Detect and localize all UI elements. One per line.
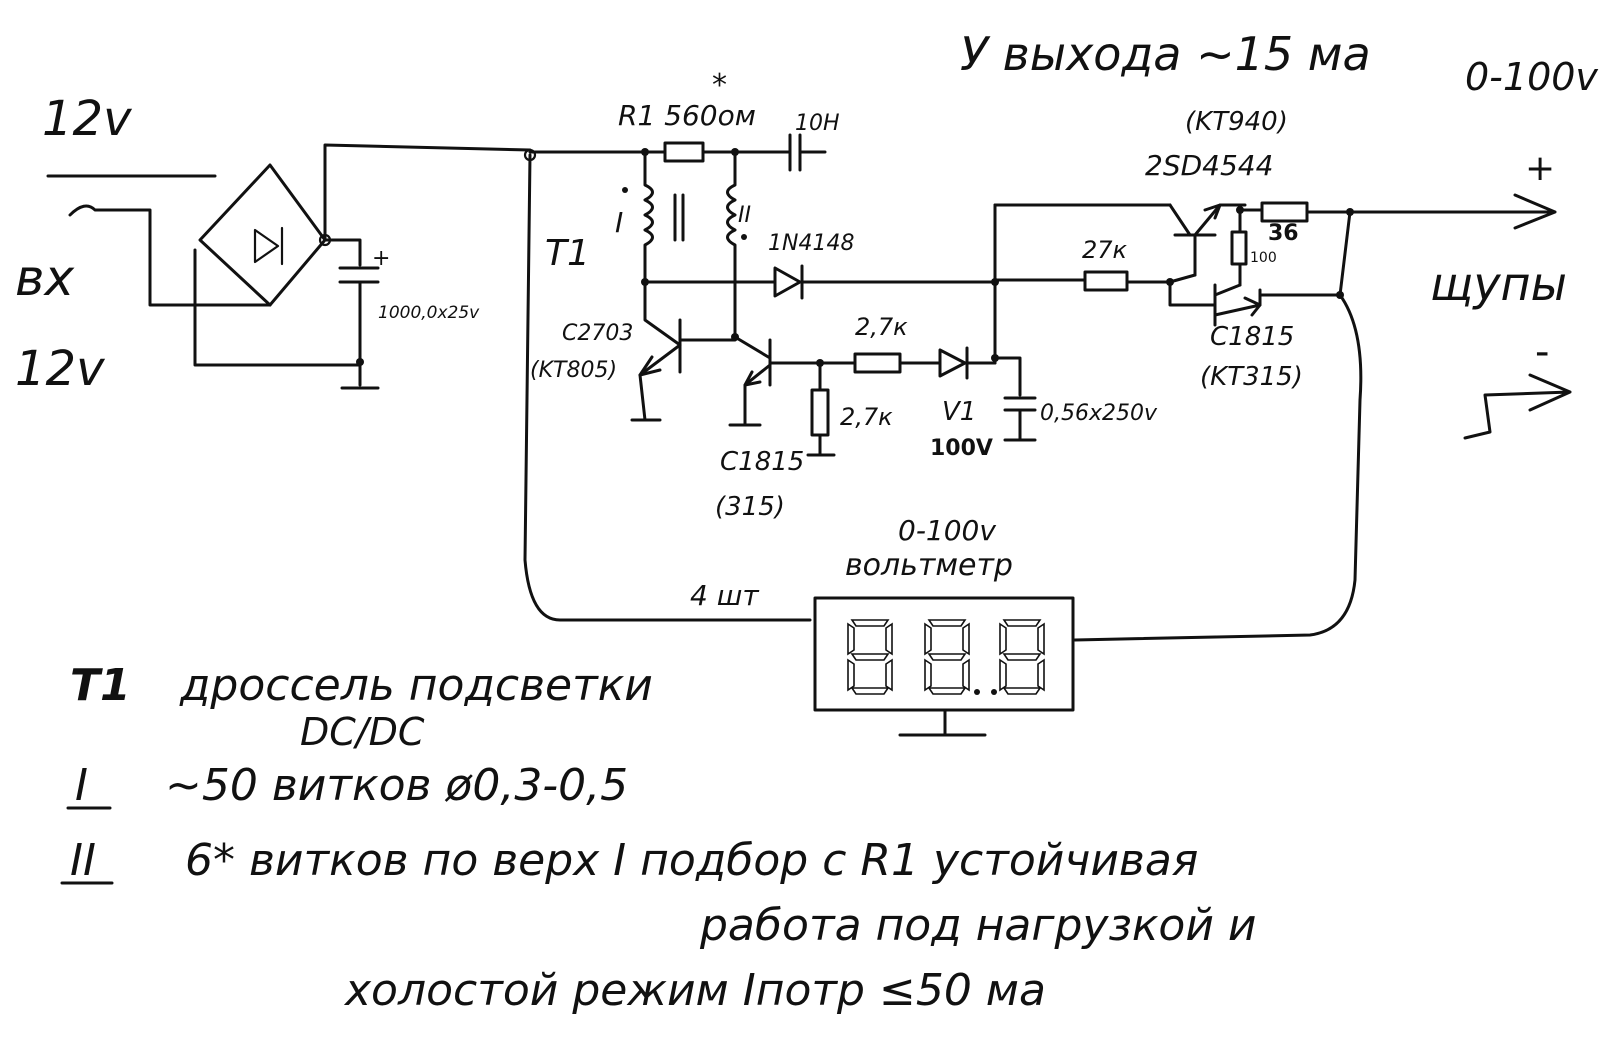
rail-cap-feed	[323, 238, 362, 267]
input-cap-label: 1000,0x25v	[378, 303, 480, 323]
plus-label: +	[1525, 148, 1555, 189]
rail-left-vertical	[523, 153, 812, 622]
input-mid-label: вх	[15, 249, 74, 307]
resistor-100	[1230, 230, 1248, 266]
transformer-t1	[622, 153, 747, 337]
output-plus-wire	[1348, 193, 1557, 230]
kt805-label: (KT805)	[530, 358, 617, 383]
note-key-t1: T1	[70, 660, 131, 711]
r27k-label: 27к	[1082, 236, 1128, 264]
input-wire-mid	[68, 204, 272, 307]
rail-top-left	[323, 143, 532, 242]
note-text-1: DC/DC	[300, 710, 425, 754]
kt940-label: (KT940)	[1185, 107, 1288, 137]
bridge-rectifier	[198, 163, 332, 307]
display-digit-3	[991, 619, 1045, 695]
resistor-r1	[663, 141, 705, 163]
resistor-27k	[1083, 270, 1129, 292]
rail-right-vertical	[1073, 293, 1363, 642]
display-digit-2	[924, 619, 980, 695]
kt315-label: (KT315)	[1200, 362, 1303, 392]
note-key-ii: II	[70, 835, 96, 886]
transistor-c1815-right	[1168, 280, 1262, 327]
input-top-label: 12v	[42, 91, 132, 147]
notes: T1 дроссель подсветки DC/DC I ~50 витков…	[60, 660, 1257, 1016]
t1-label: T1	[545, 233, 590, 274]
output-range: 0-100v	[1465, 55, 1598, 99]
oscillator-section: R1 560ом * 10Н T1 I II 1N4148	[523, 68, 1158, 622]
input-bottom-label: 12v	[15, 341, 105, 397]
r-2k7-series-label: 2,7к	[855, 313, 908, 341]
r100-label: 100	[1250, 250, 1277, 266]
voltmeter-range-label: 0-100v	[898, 514, 996, 547]
output-cap-label: 0,56x250v	[1040, 401, 1158, 426]
cap-10h	[788, 133, 827, 172]
zener-voltage-label: 100V	[930, 436, 993, 461]
c1815-mid-315-label: (315)	[715, 492, 785, 522]
output-heading: У выхода ~15 ма	[960, 27, 1371, 81]
minus-label: -	[1535, 329, 1549, 375]
note-text-2: ~50 витков ø0,3-0,5	[165, 760, 628, 811]
output-minus-wire	[1463, 373, 1572, 440]
note-text-0: дроссель подсветки	[179, 660, 653, 711]
diode-1n4148	[773, 264, 997, 300]
r36-label: 36	[1268, 221, 1299, 246]
svg-text:+: +	[372, 246, 390, 271]
winding-1-label: I	[615, 206, 623, 239]
2sd-label: 2SD4544	[1145, 149, 1273, 182]
resistor-2k7-series	[853, 352, 902, 374]
resistor-36	[1260, 201, 1309, 223]
note-text-5: холостой режим Iпотр ≤50 ма	[343, 965, 1046, 1016]
c1815-mid-label: C1815	[720, 447, 804, 477]
winding-2-label: II	[738, 203, 751, 228]
c2703-label: C2703	[562, 321, 633, 346]
zener-v1-label: V1	[942, 397, 976, 427]
r-2k7-shunt-label: 2,7к	[840, 403, 893, 431]
output-regulator: У выхода ~15 ма 0-100v (KT940) 2SD4544 3…	[960, 27, 1598, 642]
note-text-3: 6* витков по верх I подбор с R1 устойчив…	[185, 835, 1198, 886]
note-key-i: I	[75, 760, 88, 811]
output-capacitor	[1003, 396, 1037, 442]
resistor-2k7-shunt	[810, 388, 830, 437]
c1815-right-label: C1815	[1210, 322, 1294, 352]
input-section: 12v вх 12v + 1000,0x25v	[15, 91, 532, 397]
r1-star: *	[712, 68, 727, 103]
cap-10h-label: 10Н	[795, 111, 840, 136]
voltmeter-label: вольтметр	[845, 548, 1013, 583]
voltmeter: 0-100v вольтметр 4 шт	[690, 514, 1075, 737]
diode-1n4148-label: 1N4148	[768, 231, 854, 256]
input-capacitor: +	[338, 246, 390, 390]
r1-label: R1 560ом	[618, 99, 756, 132]
note-text-4: работа под нагрузкой и	[699, 900, 1257, 951]
zener-v1	[938, 346, 997, 380]
display-digit-1	[847, 619, 893, 695]
transistor-2sd4544	[1168, 203, 1247, 277]
transistor-c2703	[630, 283, 739, 422]
wires-4-label: 4 шт	[690, 579, 759, 612]
input-wire-bottom	[193, 248, 362, 367]
transistor-c1815-mid	[728, 335, 822, 427]
probes-label: щупы	[1430, 257, 1567, 311]
